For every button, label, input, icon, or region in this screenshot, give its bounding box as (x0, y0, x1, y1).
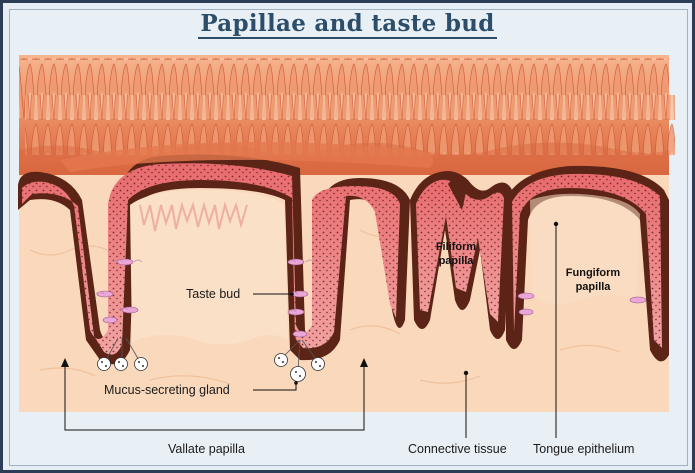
taste-buds (96, 258, 647, 338)
leader-lines (64, 224, 557, 438)
figure-title: Papillae and taste bud (0, 10, 695, 39)
vallate-papilla (18, 142, 434, 365)
mucus-glands (97, 337, 325, 382)
filiform-papilla (410, 171, 512, 339)
label-fungiform-line2: papilla (575, 281, 611, 293)
label-vallate-papilla: Vallate papilla (168, 442, 245, 456)
label-fungiform-papilla: Fungiform papilla (560, 266, 626, 294)
label-filiform-line1: Filiform (435, 241, 477, 253)
label-connective-tissue: Connective tissue (408, 442, 507, 456)
label-mucus-gland: Mucus-secreting gland (104, 383, 230, 397)
fungiform-papilla (505, 165, 669, 362)
label-filiform-line2: papilla (438, 255, 474, 267)
label-taste-bud: Taste bud (186, 287, 241, 301)
label-fungiform-line1: Fungiform (565, 267, 621, 279)
label-tongue-epithelium: Tongue epithelium (533, 442, 635, 456)
label-filiform-papilla: Filiform papilla (430, 240, 482, 268)
title-text: Papillae and taste bud (198, 10, 497, 39)
